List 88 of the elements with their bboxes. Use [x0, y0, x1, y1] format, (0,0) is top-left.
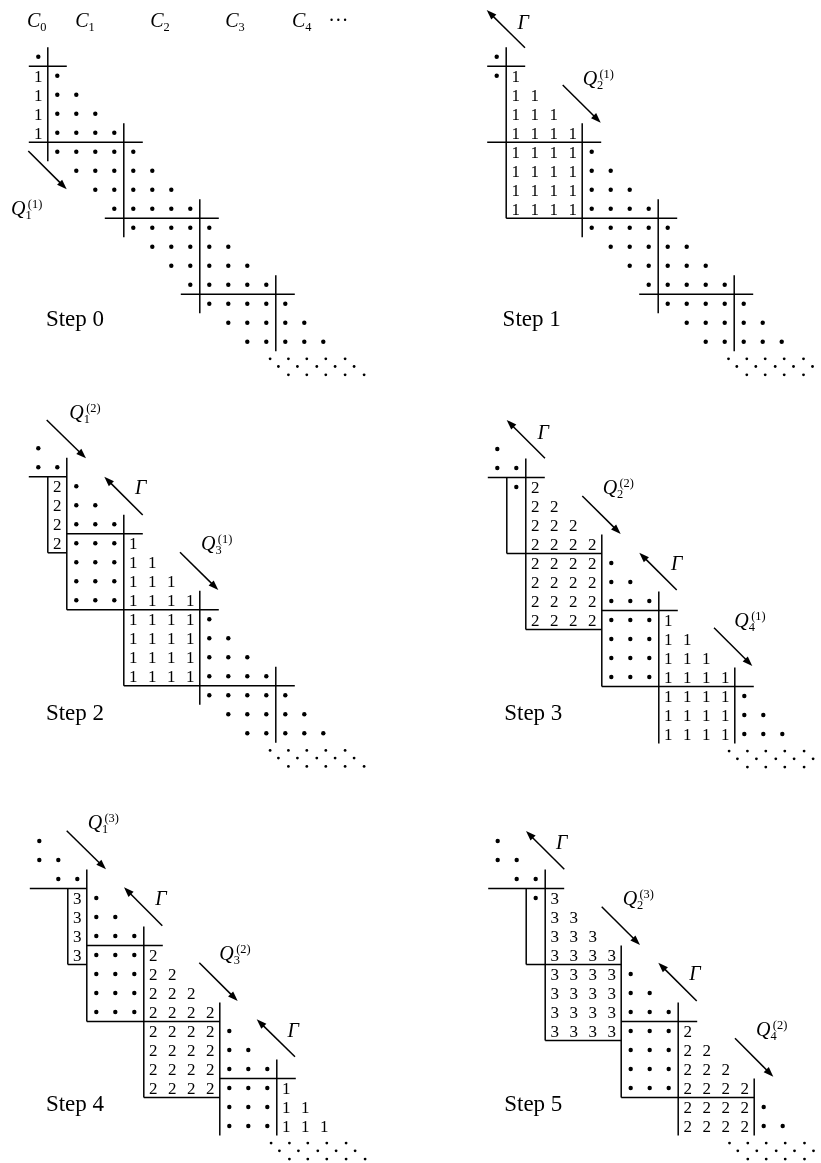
matrix-entries: 2 [683, 1023, 692, 1040]
matrix-entries: 3 3 3 3 [550, 966, 616, 983]
matrix-entries: 2 2 2 2 [149, 1080, 215, 1097]
operator-label: Γ [135, 476, 147, 497]
matrix-entries: 2 2 2 2 [149, 1004, 215, 1021]
matrix-entries: 2 2 2 [149, 985, 196, 1002]
matrix-entries: 1 1 1 1 [511, 162, 577, 180]
matrix-entries: 2 2 2 2 [531, 555, 597, 572]
matrix-entries: 3 [73, 928, 82, 945]
matrix-entries: 1 1 1 1 [511, 181, 577, 199]
step-label: Step 5 [504, 1091, 563, 1115]
matrix-entries: 3 3 3 3 [550, 1004, 616, 1021]
matrix-entries: 1 1 1 1 [129, 668, 195, 686]
matrix-entries: 2 2 2 2 [531, 612, 597, 629]
column-label: C$_{0}$ [26, 10, 47, 30]
matrix-entries: 2 2 2 [683, 1061, 730, 1078]
matrix-entries: 1 [511, 67, 520, 85]
matrix-entries: 3 [73, 947, 82, 964]
ellipsis: ··· [328, 10, 349, 30]
matrix-entries: 2 2 [683, 1042, 711, 1059]
matrix-entries: 2 [53, 535, 62, 553]
matrix-entries: 1 [34, 67, 43, 85]
matrix-entries: 1 1 1 1 [129, 592, 195, 610]
column-label: C$_{2}$ [150, 10, 170, 30]
matrix-entries: 1 [664, 612, 673, 629]
matrix-entries: 3 3 3 3 [550, 985, 616, 1002]
matrix-entries: 2 2 [531, 498, 559, 515]
matrix-entries: 2 2 2 2 [149, 1023, 215, 1040]
matrix-entries: 2 2 2 2 [683, 1118, 749, 1135]
matrix-entries: 1 1 1 [511, 105, 558, 123]
matrix-entries: 1 1 1 1 [664, 707, 730, 724]
matrix-entries: 3 3 3 [550, 928, 597, 945]
operator-label: Γ [517, 11, 529, 32]
operator-label: Γ [689, 963, 701, 984]
matrix-entries: 2 [53, 478, 62, 496]
matrix-entries: 1 1 1 1 [511, 143, 577, 161]
matrix-entries: 2 2 2 2 [149, 1061, 215, 1078]
step-label: Step 0 [45, 306, 105, 330]
matrix-entries: 1 1 1 1 [664, 669, 730, 686]
matrix-entries: 3 3 3 3 [550, 947, 616, 964]
matrix-entries: 1 1 1 1 [664, 726, 730, 743]
operator-label: Γ [671, 553, 683, 574]
step-label: Step 4 [45, 1091, 105, 1115]
matrix-entries: 1 1 1 1 [129, 611, 195, 629]
matrix-entries: 3 [73, 890, 82, 907]
matrix-entries: 2 2 2 2 [531, 536, 597, 553]
matrix-entries: 2 2 2 2 [531, 574, 597, 591]
column-label: C$_{3}$ [225, 10, 245, 30]
matrix-entries: 2 [149, 947, 158, 964]
matrix-entries: 3 [73, 909, 82, 926]
matrix-entries: 1 1 1 1 [129, 649, 195, 667]
matrix-entries: 2 [53, 516, 62, 534]
matrix-entries: 2 2 2 2 [683, 1099, 749, 1116]
matrix-entries: 3 3 3 3 [550, 1023, 616, 1040]
matrix-entries: 1 [282, 1080, 291, 1097]
operator-label: Γ [537, 421, 549, 442]
matrix-entries: 2 [53, 497, 62, 515]
matrix-entries: 1 [129, 535, 138, 553]
operator-label: Γ [287, 1020, 299, 1040]
matrix-entries: 3 3 [550, 909, 578, 926]
matrix-entries: 2 2 2 [531, 517, 578, 534]
matrix-entries: 1 1 1 1 [129, 630, 195, 648]
matrix-entries: 1 1 [129, 554, 157, 572]
matrix-entries: 2 2 2 2 [531, 593, 597, 610]
matrix-entries: 1 1 [511, 86, 539, 104]
matrix-entries: 1 1 [664, 631, 692, 648]
matrix-entries: 2 [531, 479, 540, 496]
matrix-entries: 1 1 1 1 [511, 200, 577, 218]
step-label: Step 2 [45, 700, 105, 724]
column-label: C$_{1}$ [75, 10, 95, 30]
matrix-entries: 2 2 2 2 [683, 1080, 749, 1097]
operator-label: Γ [155, 888, 167, 909]
matrix-entries: 1 1 1 1 [664, 688, 730, 705]
matrix-entries: 1 1 1 [129, 573, 176, 591]
matrix-entries: 1 1 1 [282, 1118, 329, 1135]
matrix-entries: 1 [34, 124, 43, 142]
step-label: Step 3 [504, 700, 563, 724]
matrix-entries: 1 1 1 1 [511, 124, 577, 142]
matrix-entries: 1 1 [282, 1099, 310, 1116]
matrix-entries: 1 [34, 86, 43, 104]
matrix-entries: 2 2 [149, 966, 177, 983]
column-label: C$_{4}$ [291, 10, 312, 30]
matrix-entries: 2 2 2 2 [149, 1042, 215, 1059]
matrix-entries: 1 1 1 [664, 650, 711, 667]
matrix-entries: 3 [550, 890, 559, 907]
matrix-entries: 1 [34, 105, 43, 123]
operator-label: Γ [556, 831, 568, 852]
step-label: Step 1 [502, 306, 561, 330]
